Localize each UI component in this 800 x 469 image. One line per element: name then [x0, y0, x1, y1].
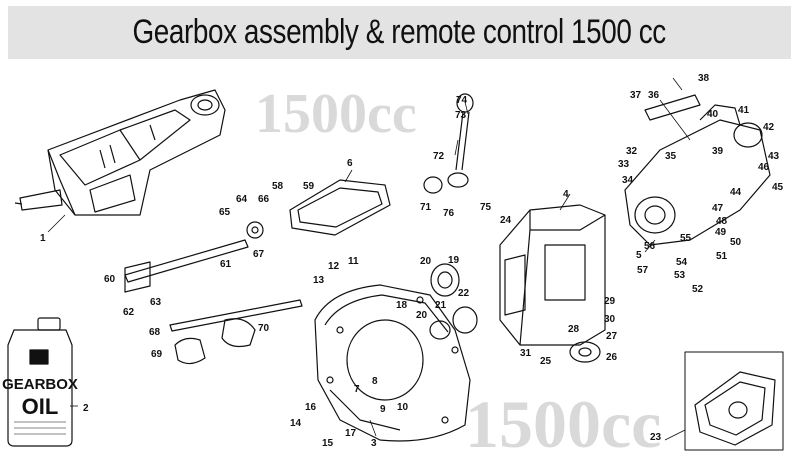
- callout-33: 33: [618, 159, 630, 170]
- bottle-label-gearbox: GEARBOX: [2, 376, 78, 393]
- callout-43: 43: [768, 151, 780, 162]
- callout-26: 26: [606, 352, 618, 363]
- callout-67: 67: [253, 249, 265, 260]
- callout-44: 44: [730, 187, 742, 198]
- callout-40: 40: [707, 109, 719, 120]
- callout-1: 1: [40, 233, 46, 244]
- callout-28: 28: [568, 324, 580, 335]
- callout-41: 41: [738, 105, 750, 116]
- bottle-label-oil: OIL: [22, 394, 59, 419]
- callout-29: 29: [604, 296, 616, 307]
- callout-56: 56: [644, 241, 656, 252]
- callout-20-top: 20: [420, 256, 432, 267]
- callout-8: 8: [372, 376, 378, 387]
- callout-62: 62: [123, 307, 135, 318]
- title-bar: Gearbox assembly & remote control 1500 c…: [8, 6, 791, 59]
- callout-57: 57: [637, 265, 649, 276]
- callout-54: 54: [676, 257, 688, 268]
- callout-66: 66: [258, 194, 270, 205]
- callout-21: 21: [435, 300, 447, 311]
- callout-60: 60: [104, 274, 116, 285]
- callout-13: 13: [313, 275, 325, 286]
- gasket-illustration: [289, 179, 391, 236]
- leader-lines: [47, 77, 691, 441]
- callout-71: 71: [420, 202, 432, 213]
- callout-69: 69: [151, 349, 163, 360]
- callout-47: 47: [712, 203, 724, 214]
- selector-rod-illustration: [124, 221, 264, 293]
- callout-4: 4: [563, 189, 569, 200]
- callout-55: 55: [680, 233, 692, 244]
- callout-9: 9: [380, 404, 386, 415]
- callout-48: 48: [716, 216, 728, 227]
- callout-68: 68: [149, 327, 161, 338]
- callout-76: 76: [443, 208, 455, 219]
- callout-14: 14: [290, 418, 302, 429]
- callout-49: 49: [715, 227, 727, 238]
- remote-control-housing-illustration: [624, 94, 771, 246]
- callout-25: 25: [540, 356, 552, 367]
- callout-30: 30: [604, 314, 616, 325]
- callout-5: 5: [636, 250, 642, 261]
- callout-64: 64: [236, 194, 248, 205]
- callout-37: 37: [630, 90, 642, 101]
- gearbox-assembly-illustration: [14, 89, 226, 216]
- callout-12: 12: [328, 261, 340, 272]
- bellhousing-illustration: [314, 284, 471, 442]
- callout-labels: 1 2 3 4 5 6 7 8 9 10 11 12 13 14 15 16 1…: [40, 73, 784, 449]
- callout-46: 46: [758, 162, 770, 173]
- callout-20-bottom: 20: [416, 310, 428, 321]
- callout-36: 36: [648, 90, 660, 101]
- callout-38: 38: [698, 73, 710, 84]
- callout-18: 18: [396, 300, 408, 311]
- callout-58: 58: [272, 181, 284, 192]
- callout-15: 15: [322, 438, 334, 449]
- gearbox-oil-bottle-illustration: GEARBOX OIL: [2, 317, 78, 447]
- callout-75: 75: [480, 202, 492, 213]
- callout-51: 51: [716, 251, 728, 262]
- callout-19: 19: [448, 255, 460, 266]
- callout-45: 45: [772, 182, 784, 193]
- callout-35: 35: [665, 151, 677, 162]
- bearing-parts-illustration: [429, 263, 478, 340]
- callout-23: 23: [650, 432, 662, 443]
- callout-61: 61: [220, 259, 232, 270]
- gearbox-casing-illustration: [499, 204, 606, 346]
- callout-63: 63: [150, 297, 162, 308]
- callout-39: 39: [712, 146, 724, 157]
- callout-34: 34: [622, 175, 634, 186]
- callout-7: 7: [354, 384, 360, 395]
- callout-72: 72: [433, 151, 445, 162]
- callout-70: 70: [258, 323, 270, 334]
- callout-24: 24: [500, 215, 512, 226]
- callout-16: 16: [305, 402, 317, 413]
- callout-32: 32: [626, 146, 638, 157]
- page-title: Gearbox assembly & remote control 1500 c…: [132, 13, 667, 51]
- selector-forks-illustration: [169, 299, 303, 365]
- callout-74: 74: [456, 95, 468, 106]
- callout-3: 3: [371, 438, 377, 449]
- callout-73: 73: [455, 110, 467, 121]
- callout-10: 10: [397, 402, 409, 413]
- callout-27: 27: [606, 331, 618, 342]
- callout-2: 2: [83, 403, 89, 414]
- cover-plate-illustration: [569, 341, 601, 363]
- callout-31: 31: [520, 348, 532, 359]
- inset-gasket-box: [684, 351, 784, 451]
- callout-52: 52: [692, 284, 704, 295]
- callout-22: 22: [458, 288, 470, 299]
- callout-17: 17: [345, 428, 357, 439]
- gear-lever-illustration: [423, 93, 474, 194]
- callout-50: 50: [730, 237, 742, 248]
- callout-53: 53: [674, 270, 686, 281]
- callout-59: 59: [303, 181, 315, 192]
- callout-11: 11: [348, 256, 359, 267]
- callout-65: 65: [219, 207, 231, 218]
- callout-6: 6: [347, 158, 353, 169]
- callout-42: 42: [763, 122, 775, 133]
